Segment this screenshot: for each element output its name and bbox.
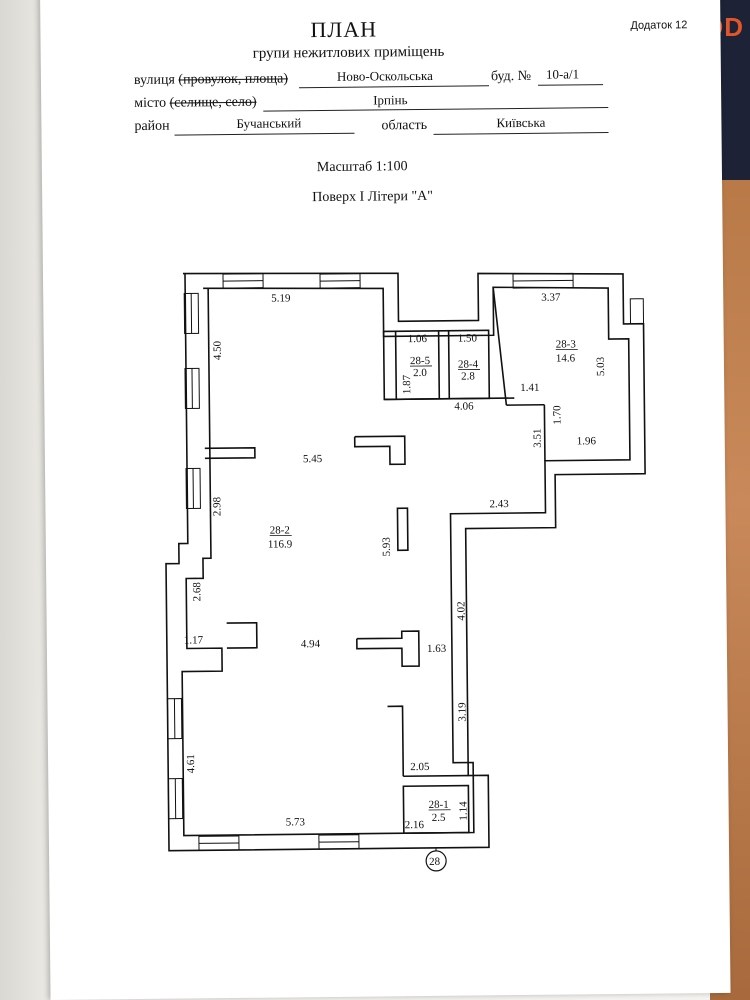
plan-outer-walls <box>165 272 646 852</box>
dim-2-05: 2.05 <box>410 761 430 773</box>
dim-5-45: 5.45 <box>303 453 323 465</box>
dim-5-73: 5.73 <box>286 816 306 828</box>
dim-1-87: 1.87 <box>401 374 413 394</box>
dim-1-70: 1.70 <box>551 405 563 425</box>
building-number: 28 <box>429 856 441 868</box>
dim-4-61: 4.61 <box>185 754 197 773</box>
room-28-2-area: 116.9 <box>268 538 293 550</box>
room-28-1-area: 2.5 <box>432 812 446 824</box>
dim-2-16: 2.16 <box>405 819 425 831</box>
room-28-2-id: 28-2 <box>270 524 290 536</box>
dim-4-02: 4.02 <box>455 601 467 620</box>
dim-5-19: 5.19 <box>271 292 291 304</box>
plan-windows <box>166 272 645 851</box>
dim-1-41: 1.41 <box>520 382 539 394</box>
room-28-3-id: 28-3 <box>556 338 577 350</box>
dim-1-06: 1.06 <box>408 333 428 345</box>
dim-5-93: 5.93 <box>381 537 393 557</box>
dim-2-68: 2.68 <box>191 582 203 602</box>
dim-3-37: 3.37 <box>541 292 561 304</box>
dim-4-06: 4.06 <box>454 400 474 412</box>
room-28-4-id: 28-4 <box>458 358 479 370</box>
dim-3-19: 3.19 <box>456 702 468 722</box>
room-28-1-id: 28-1 <box>428 799 448 811</box>
room-28-4-area: 2.8 <box>461 370 475 382</box>
dim-1-50: 1.50 <box>458 332 478 344</box>
dim-1-63: 1.63 <box>427 643 447 655</box>
dim-1-14: 1.14 <box>458 801 470 821</box>
dim-1-96: 1.96 <box>577 435 597 447</box>
room-28-5-area: 2.0 <box>413 367 427 379</box>
dim-3-51: 3.51 <box>532 429 544 448</box>
dim-5-03: 5.03 <box>595 356 607 376</box>
dim-4-94: 4.94 <box>301 638 321 650</box>
room-28-5-id: 28-5 <box>410 355 431 367</box>
dim-2-43: 2.43 <box>489 498 509 510</box>
dim-4-50: 4.50 <box>212 340 224 360</box>
room-28-3-area: 14.6 <box>556 352 576 364</box>
document-sheet: ПЛАН групи нежитлових приміщень Додаток … <box>40 0 750 1000</box>
floor-plan-drawing: 28-2 116.9 28-3 14.6 28-4 2.8 28-5 2.0 2… <box>165 272 646 872</box>
dim-2-98: 2.98 <box>211 496 223 516</box>
dim-1-17: 1.17 <box>184 634 204 646</box>
